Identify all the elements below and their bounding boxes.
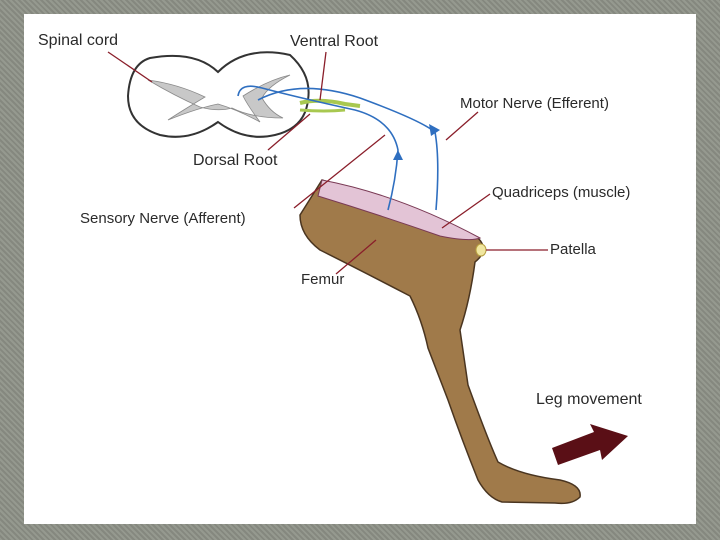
label-ventral-root: Ventral Root	[290, 33, 378, 51]
label-quadriceps: Quadriceps (muscle)	[492, 184, 630, 201]
label-motor-nerve: Motor Nerve (Efferent)	[460, 95, 609, 112]
spinal-cord-section	[128, 52, 309, 137]
label-leg-movement: Leg movement	[536, 391, 642, 409]
label-spinal-cord: Spinal cord	[38, 32, 118, 50]
motor-arrowhead	[429, 124, 440, 136]
pointer-ventral-root	[320, 52, 326, 100]
leg-movement-arrow	[552, 424, 628, 465]
label-dorsal-root: Dorsal Root	[193, 152, 277, 170]
pointer-motor-nerve	[446, 112, 478, 140]
label-sensory-nerve: Sensory Nerve (Afferent)	[80, 210, 246, 227]
pointer-quadriceps	[442, 194, 490, 228]
sensory-arrowhead	[393, 150, 403, 160]
label-patella: Patella	[550, 241, 596, 258]
label-femur: Femur	[301, 271, 344, 288]
dorsal-root	[300, 110, 345, 111]
patella-bone	[476, 244, 486, 256]
